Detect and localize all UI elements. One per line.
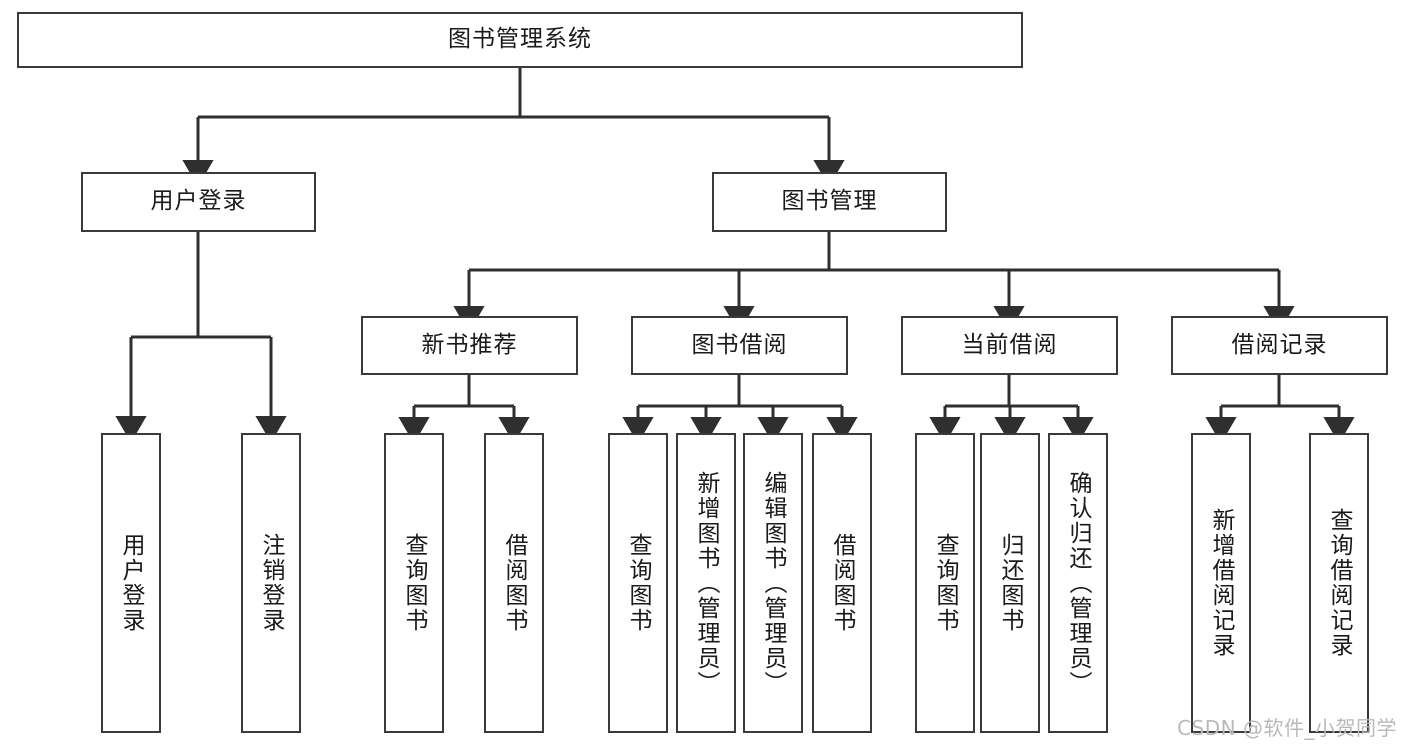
leaf-record-query-record[interactable]: 查询借阅记录 [1309, 433, 1369, 733]
node-label: 图书借阅 [691, 331, 788, 358]
leaf-current-confirm-return-admin[interactable]: 确认归还（管理员） [1048, 433, 1108, 733]
node-label: 新增图书（管理员） [693, 470, 720, 696]
node-user-login[interactable]: 用户登录 [81, 172, 316, 232]
node-label: 查询图书 [932, 533, 959, 633]
node-root-system[interactable]: 图书管理系统 [17, 12, 1023, 68]
node-label: 新书推荐 [421, 331, 518, 358]
node-label: 图书管理系统 [448, 26, 592, 53]
node-label: 用户登录 [150, 188, 247, 215]
node-label: 归还图书 [997, 533, 1024, 633]
node-label: 查询借阅记录 [1326, 508, 1353, 658]
csdn-watermark: CSDN @软件_小贺同学 [1177, 716, 1397, 740]
leaf-user-login-signout[interactable]: 注销登录 [241, 433, 301, 733]
node-new-book-recommend[interactable]: 新书推荐 [361, 316, 578, 375]
node-label: 确认归还（管理员） [1065, 470, 1092, 696]
node-label: 借阅图书 [501, 533, 528, 633]
leaf-borrow-edit-book-admin[interactable]: 编辑图书（管理员） [743, 433, 803, 733]
node-borrow-record[interactable]: 借阅记录 [1171, 316, 1388, 375]
node-book-borrow[interactable]: 图书借阅 [631, 316, 848, 375]
leaf-current-return-book[interactable]: 归还图书 [980, 433, 1040, 733]
node-label: 新增借阅记录 [1208, 508, 1235, 658]
node-label: 当前借阅 [961, 331, 1058, 358]
node-label: 图书管理 [781, 188, 878, 215]
leaf-current-query-book[interactable]: 查询图书 [915, 433, 975, 733]
node-label: 借阅记录 [1231, 331, 1328, 358]
node-label: 借阅图书 [829, 533, 856, 633]
node-label: 查询图书 [625, 533, 652, 633]
node-label: 注销登录 [258, 533, 285, 633]
node-current-borrow[interactable]: 当前借阅 [901, 316, 1118, 375]
leaf-user-login-signin[interactable]: 用户登录 [101, 433, 161, 733]
node-book-management[interactable]: 图书管理 [712, 172, 947, 232]
leaf-borrow-add-book-admin[interactable]: 新增图书（管理员） [676, 433, 736, 733]
leaf-recommend-query-book[interactable]: 查询图书 [384, 433, 444, 733]
leaf-recommend-borrow-book[interactable]: 借阅图书 [484, 433, 544, 733]
node-label: 用户登录 [118, 533, 145, 633]
node-label: 查询图书 [401, 533, 428, 633]
leaf-borrow-query-book[interactable]: 查询图书 [608, 433, 668, 733]
node-label: 编辑图书（管理员） [760, 470, 787, 696]
leaf-record-add-record[interactable]: 新增借阅记录 [1191, 433, 1251, 733]
leaf-borrow-borrow-book[interactable]: 借阅图书 [812, 433, 872, 733]
